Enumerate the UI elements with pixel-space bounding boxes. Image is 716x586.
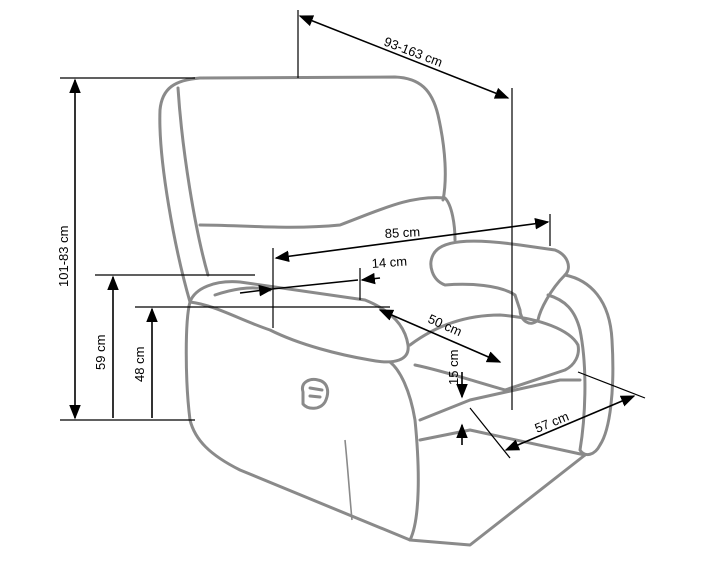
dimension-armrest-width: 14 cm <box>239 254 408 300</box>
chair-front-left-side <box>184 300 420 542</box>
label-armrest-width: 14 cm <box>371 254 407 271</box>
label-width: 85 cm <box>384 224 420 241</box>
dimension-depth-reclined: 93-163 cm <box>297 10 513 410</box>
label-seat-thickness: 15 cm <box>446 350 461 385</box>
dimension-width: 85 cm <box>272 214 551 328</box>
dimension-armrest-height: 59 cm <box>93 274 255 418</box>
right-armrest-side <box>546 273 615 457</box>
label-armrest-height: 59 cm <box>93 335 108 370</box>
chair-outline <box>158 75 615 547</box>
chair-base-front <box>408 453 587 547</box>
right-armrest-cushion <box>429 239 570 325</box>
label-seat-depth: 57 cm <box>533 409 571 436</box>
seat-front-lower <box>418 378 582 422</box>
dimension-seat-width: 50 cm <box>378 309 502 363</box>
dimension-seat-thickness: 15 cm <box>446 350 468 445</box>
backrest-inner <box>176 86 210 277</box>
dimension-height-total: 101-83 cm <box>56 77 195 421</box>
label-seat-height: 48 cm <box>132 347 147 382</box>
chair-left-lower-inner <box>344 439 353 521</box>
footrest <box>418 428 587 457</box>
label-height-total: 101-83 cm <box>56 226 71 287</box>
chair-backrest <box>158 75 447 304</box>
label-seat-width: 50 cm <box>426 311 464 339</box>
dimension-seat-height: 48 cm <box>132 306 390 418</box>
left-armrest-roll <box>213 286 272 297</box>
backrest-cushion-seam <box>198 196 457 242</box>
recline-lever-icon <box>300 378 330 410</box>
dimension-seat-depth: 57 cm <box>469 371 646 459</box>
